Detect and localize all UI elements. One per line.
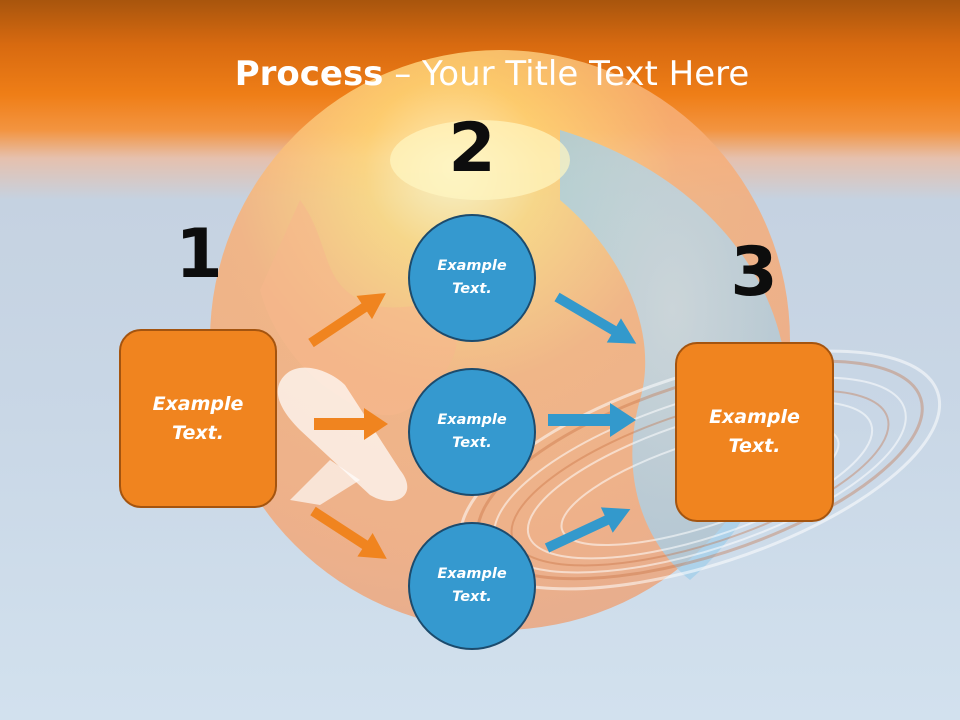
process-box-end: Example Text.: [675, 342, 834, 522]
step-number-1: 1: [175, 215, 223, 294]
title-rest: – Your Title Text Here: [383, 54, 750, 94]
process-box-start-label: Example Text.: [152, 392, 244, 444]
process-circle-middle-label: Example Text.: [437, 412, 507, 451]
process-circle-bottom: Example Text.: [408, 522, 536, 650]
arrow-orange-right: [314, 408, 388, 440]
arrow-blue-right: [548, 403, 636, 437]
step-number-3: 3: [730, 233, 778, 312]
arrow-orange-up: [308, 293, 386, 348]
arrow-orange-down: [310, 506, 387, 559]
arrow-blue-up: [544, 507, 631, 553]
process-circle-top: Example Text.: [408, 214, 536, 342]
process-box-end-label: Example Text.: [709, 406, 800, 457]
title-bold: Process: [234, 54, 384, 94]
arrow-blue-down: [554, 292, 637, 344]
process-circle-middle: Example Text.: [408, 368, 536, 496]
process-circle-bottom-label: Example Text.: [437, 566, 507, 605]
step-number-2: 2: [448, 109, 496, 188]
process-box-start: Example Text.: [119, 329, 277, 508]
slide-title: Process – Your Title Text Here: [0, 52, 960, 96]
process-circle-top-label: Example Text.: [437, 258, 507, 297]
